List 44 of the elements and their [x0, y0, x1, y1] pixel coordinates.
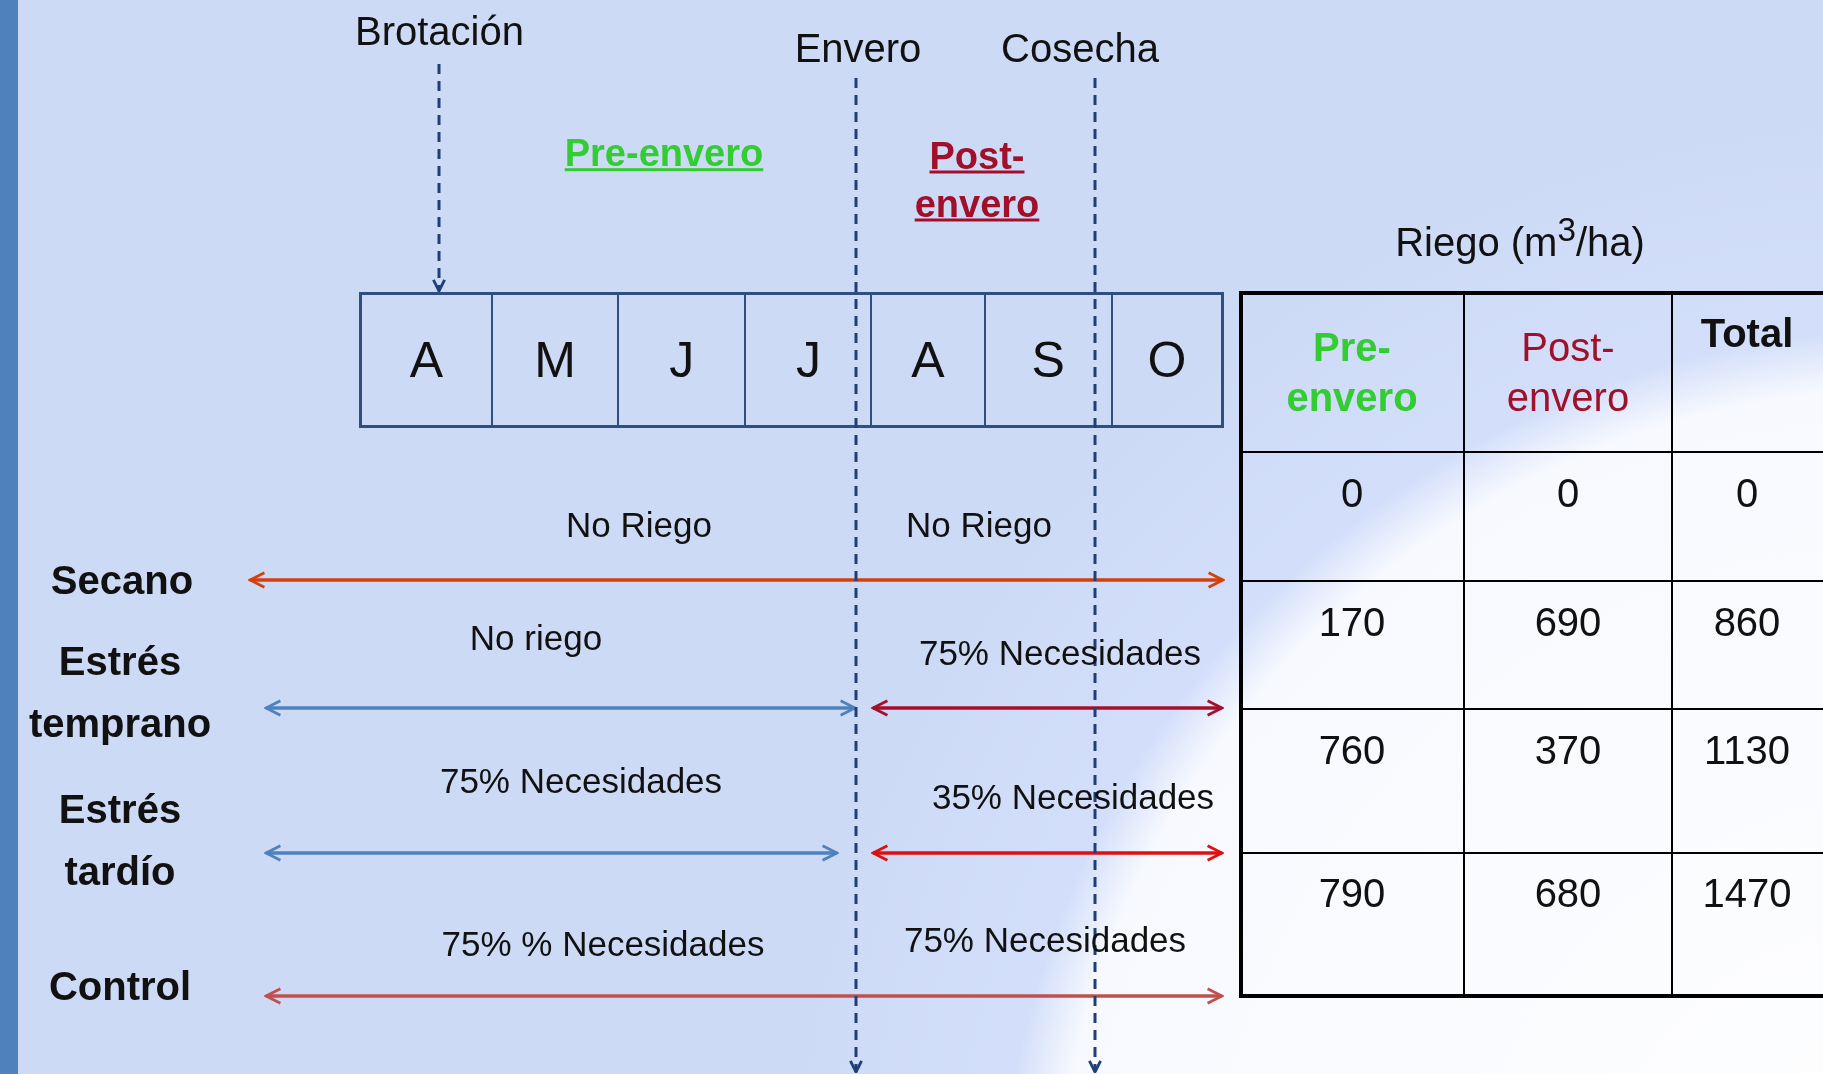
month-letter: J — [669, 331, 695, 389]
table-title: Riego (m$^{3}$/ha) — [1394, 210, 1646, 266]
timeline-marker-text: Brotación — [337, 2, 542, 60]
timeline-marker-text: Cosecha — [990, 22, 1170, 74]
month-bar — [359, 292, 1224, 428]
month-letter: A — [911, 331, 945, 389]
irrigation-label: No Riego — [905, 504, 1053, 546]
table-value: 790 — [1317, 870, 1387, 917]
dashed-arrow — [432, 64, 446, 293]
table-value: 1470 — [1701, 870, 1793, 917]
table-value: 690 — [1533, 599, 1603, 646]
dashed-arrow — [849, 78, 863, 1074]
table-value: 680 — [1533, 870, 1603, 917]
column-header: Pre- envero — [1285, 324, 1419, 421]
table-value: 0 — [1555, 470, 1581, 517]
table-value: 0 — [1734, 470, 1760, 517]
treatment-label: Control — [47, 963, 193, 1010]
irrigation-label: 75% Necesidades — [902, 919, 1188, 961]
column-header: Post- envero — [1505, 324, 1631, 421]
table-value: 1130 — [1703, 727, 1791, 774]
table-value: 860 — [1712, 599, 1782, 646]
phase-label: Post- envero — [913, 133, 1041, 226]
irrigation-label: 75% Necesidades — [438, 760, 724, 802]
irrigation-label: 75% % Necesidades — [440, 923, 766, 965]
month-letter: M — [534, 331, 576, 389]
irrigation-label: 75% Necesidades — [917, 632, 1203, 674]
irrigation-label: No riego — [468, 617, 604, 659]
column-header: Total — [1699, 310, 1795, 357]
treatment-label: Estrés temprano — [27, 638, 213, 747]
irrigation-label: No Riego — [565, 504, 713, 546]
month-letter: O — [1147, 331, 1187, 389]
table-value: 370 — [1533, 727, 1603, 774]
month-letter: S — [1031, 331, 1065, 389]
table-value: 760 — [1317, 727, 1387, 774]
phase-label: Pre-envero — [563, 131, 765, 177]
table-value: 0 — [1339, 470, 1365, 517]
month-letter: J — [795, 331, 821, 389]
timeline-marker-text: Envero — [785, 22, 931, 74]
irrigation-label: 35% Necesidades — [930, 776, 1216, 818]
treatment-label: Estrés tardío — [57, 786, 183, 895]
treatment-label: Secano — [49, 557, 195, 604]
table-value: 170 — [1317, 599, 1387, 646]
month-letter: A — [409, 331, 444, 389]
dashed-arrow — [1088, 78, 1102, 1074]
